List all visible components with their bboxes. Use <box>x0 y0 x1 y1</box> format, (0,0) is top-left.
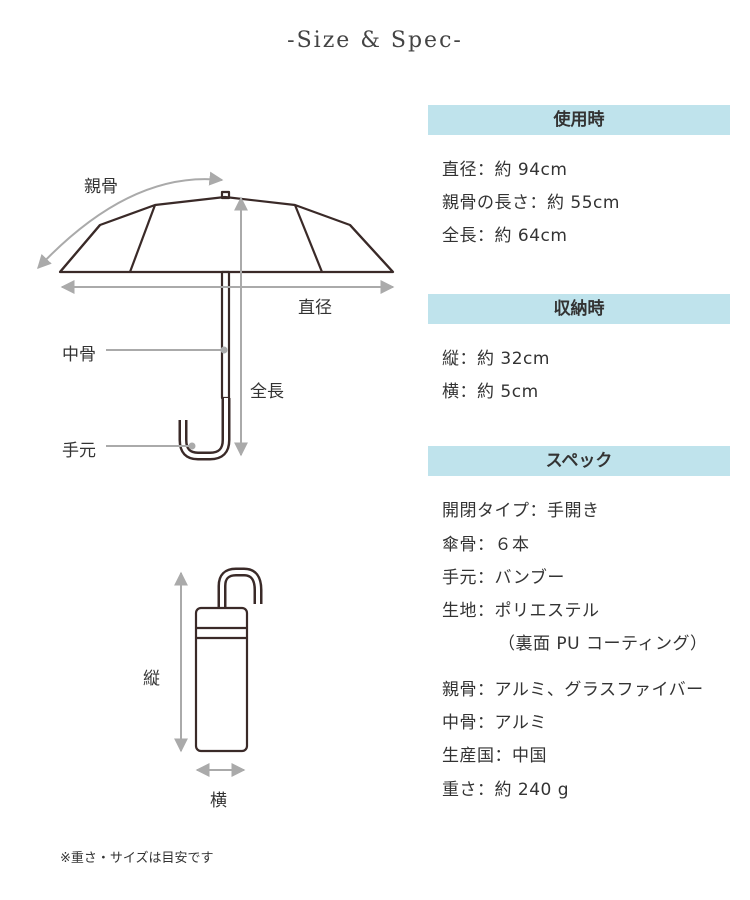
spec-line: 全長：約 64cm <box>442 226 568 246</box>
page-title: -Size & Spec- <box>287 28 463 53</box>
spec-line: 親骨：アルミ、グラスファイバー <box>442 680 704 700</box>
folded-umbrella-icon <box>194 567 263 753</box>
handle-label: 手元 <box>62 441 96 461</box>
rib-label: 親骨 <box>84 177 118 197</box>
spec-line: （裏面 PU コーティング） <box>498 634 708 654</box>
spec-line: 生産国：中国 <box>442 746 547 766</box>
spec-line: 重さ：約 240 g <box>442 780 570 800</box>
spec-line: 傘骨：６本 <box>442 535 530 555</box>
diameter-label: 直径 <box>298 298 332 318</box>
section-header-in-use: 使用時 <box>428 105 730 135</box>
spec-line: 中骨：アルミ <box>442 713 547 733</box>
height-label: 縦 <box>143 669 160 689</box>
footnote: ※重さ・サイズは目安です <box>60 851 214 866</box>
open-umbrella-icon <box>58 190 395 461</box>
shaft-label: 中骨 <box>62 345 96 365</box>
rib-arrow <box>37 171 224 270</box>
spec-line: 親骨の長さ：約 55cm <box>442 193 620 213</box>
spec-line: 直径：約 94cm <box>442 160 568 180</box>
section-header-stored: 収納時 <box>428 294 730 324</box>
spec-line: 手元：バンブー <box>442 568 565 588</box>
total-length-label: 全長 <box>250 382 284 402</box>
spec-line: 縦：約 32cm <box>442 349 550 369</box>
width-label: 横 <box>210 791 227 811</box>
spec-line: 生地：ポリエステル <box>442 601 600 621</box>
spec-line: 開閉タイプ：手開き <box>442 501 600 521</box>
section-header-spec: スペック <box>428 446 730 476</box>
spec-line: 横：約 5cm <box>442 382 539 402</box>
